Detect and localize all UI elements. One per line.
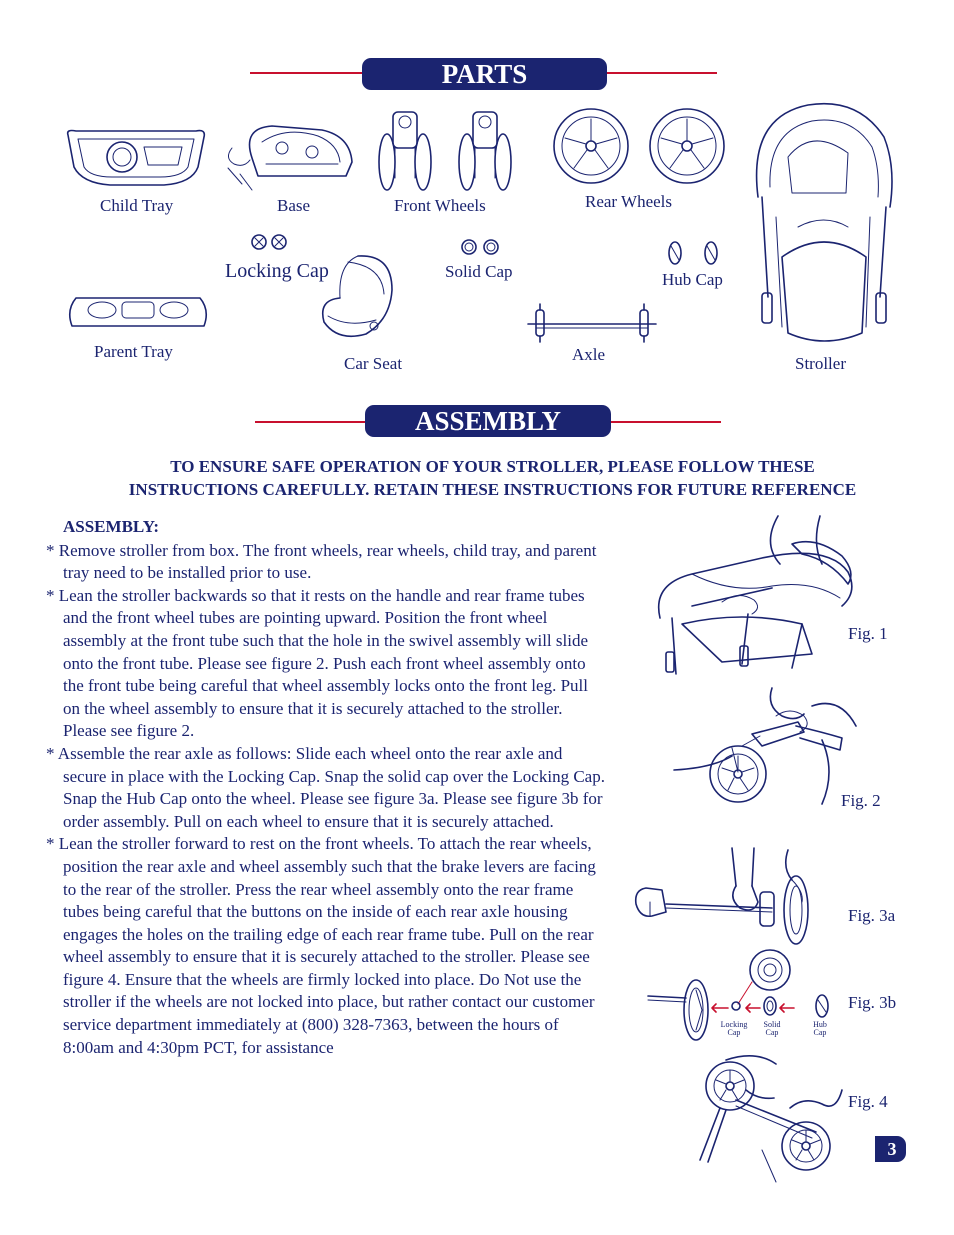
assembly-rule-right — [611, 421, 721, 423]
safety-intro-line-1: TO ENSURE SAFE OPERATION OF YOUR STROLLE… — [170, 457, 815, 476]
assembly-step-3: * Assemble the rear axle as follows: Sli… — [46, 743, 605, 831]
assembly-instructions: ASSEMBLY: * Remove stroller from box. Th… — [46, 516, 606, 1059]
safety-intro: TO ENSURE SAFE OPERATION OF YOUR STROLLE… — [40, 455, 945, 501]
car-seat-illustration — [321, 255, 393, 338]
fig-3b-locking-cap-label: Locking Cap — [720, 1020, 748, 1037]
hub-cap-illustration — [668, 241, 718, 265]
locking-cap-label: Locking Cap — [225, 260, 329, 282]
hub-cap-label: Hub Cap — [662, 270, 723, 289]
fig-4-illustration — [699, 1055, 843, 1183]
parent-tray-illustration — [68, 297, 208, 327]
assembly-rule-left — [255, 421, 365, 423]
car-seat-label: Car Seat — [344, 354, 403, 373]
assembly-heading: ASSEMBLY: — [63, 517, 160, 536]
assembly-title: ASSEMBLY — [365, 405, 611, 437]
fig-1-label: Fig. 1 — [848, 624, 888, 643]
parts-rule-right — [607, 72, 717, 74]
child-tray-label: Child Tray — [100, 196, 174, 215]
safety-intro-line-2: INSTRUCTIONS CAREFULLY. RETAIN THESE INS… — [128, 480, 857, 499]
fig-3a-label: Fig. 3a — [848, 906, 896, 925]
fig-3a-illustration — [634, 847, 809, 945]
solid-cap-label: Solid Cap — [445, 262, 513, 281]
axle-illustration — [527, 303, 657, 343]
rear-wheels-illustration — [553, 108, 725, 184]
axle-label: Axle — [572, 345, 606, 364]
fig-4-label: Fig. 4 — [848, 1092, 888, 1111]
stroller-illustration — [755, 102, 893, 342]
parent-tray-label: Parent Tray — [94, 342, 173, 361]
child-tray-illustration — [66, 129, 206, 186]
front-wheels-illustration — [378, 111, 512, 191]
base-label: Base — [277, 196, 311, 215]
stroller-label: Stroller — [795, 354, 846, 373]
fig-3b-label: Fig. 3b — [848, 993, 897, 1012]
fig-2-illustration — [673, 687, 857, 805]
page-number: 3 — [878, 1136, 906, 1162]
solid-cap-illustration — [461, 239, 499, 255]
fig-3b-solid-cap-label: Solid Cap — [763, 1020, 781, 1037]
assembly-step-4: * Lean the stroller forward to rest on t… — [46, 834, 596, 1057]
front-wheels-label: Front Wheels — [394, 196, 486, 215]
assembly-step-2: * Lean the stroller backwards so that it… — [46, 585, 589, 741]
rear-wheels-label: Rear Wheels — [585, 192, 673, 211]
page-number-bar — [875, 1136, 878, 1162]
parts-title: PARTS — [362, 58, 607, 90]
assembly-step-1: * Remove stroller from box. The front wh… — [46, 540, 597, 583]
base-illustration — [227, 125, 353, 191]
fig-3b-hub-cap-label: Hub Cap — [813, 1020, 827, 1037]
parts-rule-left — [250, 72, 362, 74]
locking-cap-illustration — [251, 234, 287, 250]
fig-1-illustration — [658, 515, 853, 675]
fig-2-label: Fig. 2 — [841, 791, 881, 810]
fig-3b-illustration — [647, 949, 829, 1041]
